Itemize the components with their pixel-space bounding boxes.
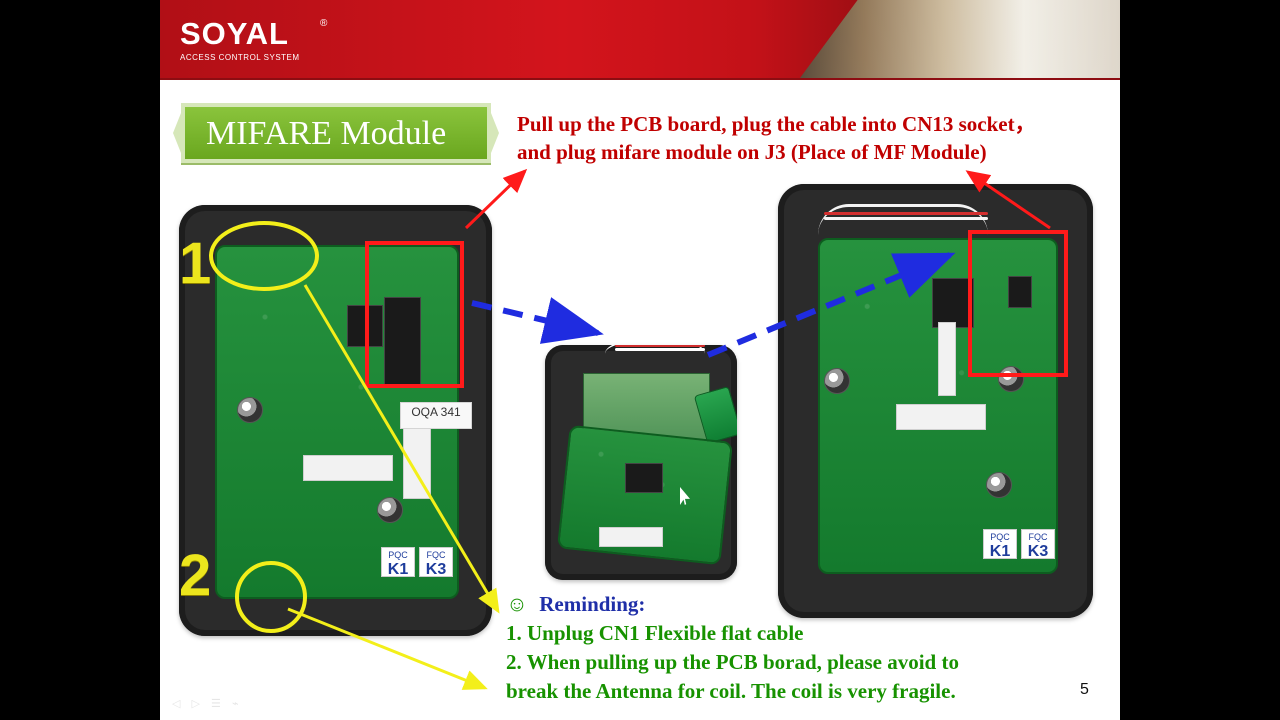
left-connector <box>303 455 393 481</box>
right-pqc-sticker: PQC K1 <box>983 529 1017 560</box>
left-top-highlight <box>209 221 319 291</box>
left-capacitor-mid <box>377 497 403 523</box>
oqa-label: OQA 341 <box>400 402 472 429</box>
right-connector <box>896 404 986 430</box>
right-fqc-top: FQC <box>1028 532 1048 542</box>
instruction-line-1: Pull up the PCB board, plug the cable in… <box>517 112 1036 136</box>
presentation-slide: SOYAL ® ACCESS CONTROL SYSTEM MIFARE Mod… <box>160 0 1120 720</box>
reminder-title: Reminding: <box>539 592 646 616</box>
reminder-block: ☺ Reminding: 1. Unplug CN1 Flexible flat… <box>506 590 1066 706</box>
left-side-connector <box>403 427 431 499</box>
left-fqc-top: FQC <box>426 550 446 560</box>
left-pqc-bottom: K1 <box>387 561 409 578</box>
title-badge: MIFARE Module <box>181 103 491 163</box>
instruction-text: Pull up the PCB board, plug the cable in… <box>517 110 1107 167</box>
right-pqc-top: PQC <box>990 532 1010 542</box>
left-fqc-bottom: K3 <box>425 561 447 578</box>
callout-number-2: 2 <box>179 543 212 608</box>
right-vertical-connector <box>938 322 956 396</box>
registered-mark: ® <box>320 18 328 29</box>
page-number: 5 <box>1080 681 1089 698</box>
oqa-label-text: OQA 341 <box>411 405 461 419</box>
brand-logo: SOYAL ® ACCESS CONTROL SYSTEM <box>180 16 327 62</box>
right-cable-bundle <box>818 204 988 235</box>
right-capacitor-side <box>998 366 1024 392</box>
brand-subtitle: ACCESS CONTROL SYSTEM <box>180 53 300 62</box>
middle-connector <box>599 527 663 547</box>
left-module-highlight <box>365 241 464 388</box>
left-bottom-highlight <box>235 561 307 633</box>
callout-number-1: 1 <box>179 231 212 296</box>
left-capacitor-top <box>237 397 263 423</box>
slide-title: MIFARE Module <box>206 115 447 152</box>
right-capacitor-top <box>824 368 850 394</box>
right-module-highlight <box>968 230 1068 377</box>
reminder-line-1: 1. Unplug CN1 Flexible flat cable <box>506 620 804 645</box>
reminder-line-3: break the Antenna for coil. The coil is … <box>506 678 956 703</box>
middle-device-photo <box>545 345 737 580</box>
middle-chip <box>625 463 663 493</box>
slide-nav-icons: ◁ ▷ ☰ ⌁ <box>172 698 243 710</box>
middle-cable-bundle <box>605 345 705 370</box>
right-fqc-bottom: K3 <box>1027 543 1049 560</box>
right-pqc-bottom: K1 <box>989 543 1011 560</box>
right-fqc-sticker: FQC K3 <box>1021 529 1055 560</box>
reminder-heading: ☺ Reminding: <box>506 590 1066 619</box>
left-pqc-sticker: PQC K1 <box>381 547 415 578</box>
left-fqc-sticker: FQC K3 <box>419 547 453 578</box>
left-pqc-top: PQC <box>388 550 408 560</box>
right-capacitor-mid <box>986 472 1012 498</box>
brand-name: SOYAL <box>180 16 289 51</box>
reminder-line-2: 2. When pulling up the PCB borad, please… <box>506 649 959 674</box>
left-device-photo: OQA 341 PQC K1 FQC K3 1 2 <box>179 205 492 636</box>
right-module-chip <box>1008 276 1032 308</box>
smiley-icon: ☺ <box>506 592 528 616</box>
mouse-cursor-icon <box>680 487 690 505</box>
right-device-photo: PQC K1 FQC K3 <box>778 184 1093 618</box>
instruction-line-2: and plug mifare module on J3 (Place of M… <box>517 140 987 165</box>
slide-header: SOYAL ® ACCESS CONTROL SYSTEM <box>160 0 1120 80</box>
